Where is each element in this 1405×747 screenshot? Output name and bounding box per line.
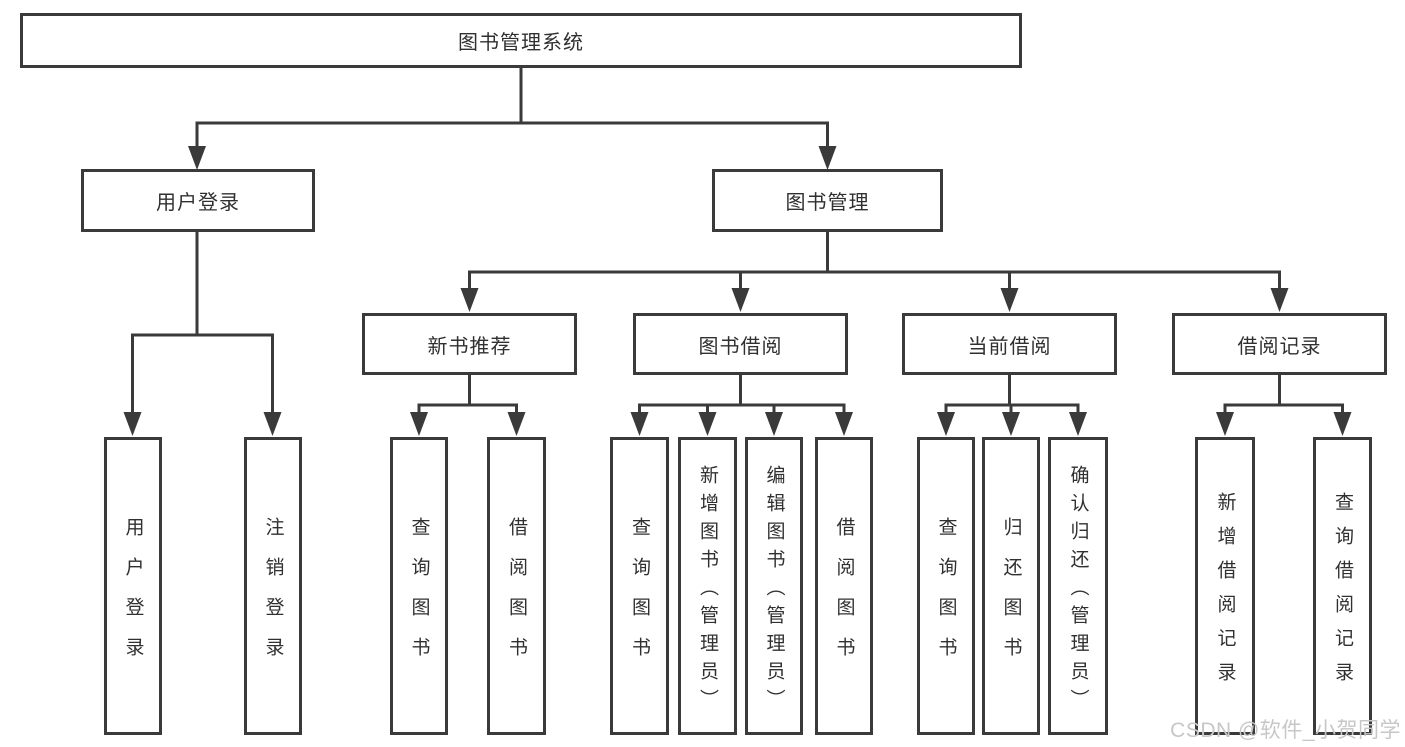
csdn-watermark: CSDN @软件_小贺同学 xyxy=(1170,719,1401,742)
node-new-book-recommend-label: 新书推荐 xyxy=(427,335,512,358)
leaf-nbr-borrow-books-label: 借阅图书 xyxy=(506,516,527,677)
leaf-user-login-label: 用户登录 xyxy=(122,516,144,677)
node-user-login: 用户登录 xyxy=(81,169,315,232)
leaf-bb-add-books-admin: 新增图书（管理员） xyxy=(678,437,737,735)
leaf-bb-query-books: 查询图书 xyxy=(610,437,669,735)
leaf-br-add-record: 新增借阅记录 xyxy=(1195,437,1255,735)
node-system-root-label: 图书管理系统 xyxy=(458,32,584,54)
node-system-root: 图书管理系统 xyxy=(20,13,1022,68)
leaf-cb-query-books-label: 查询图书 xyxy=(935,516,957,677)
leaf-cb-confirm-return-admin-label: 确认归还（管理员） xyxy=(1067,464,1089,717)
node-borrow-records: 借阅记录 xyxy=(1172,313,1387,375)
node-current-borrow: 当前借阅 xyxy=(902,313,1117,375)
node-user-login-label: 用户登录 xyxy=(156,192,240,214)
leaf-bb-borrow-books-label: 借阅图书 xyxy=(833,516,855,677)
leaf-br-query-record-label: 查询借阅记录 xyxy=(1332,491,1353,696)
leaf-logout-label: 注销登录 xyxy=(262,516,284,677)
node-borrow-records-label: 借阅记录 xyxy=(1237,335,1322,358)
leaf-bb-add-books-admin-label: 新增图书（管理员） xyxy=(697,464,718,717)
leaf-nbr-query-books-label: 查询图书 xyxy=(408,516,430,677)
leaf-bb-query-books-label: 查询图书 xyxy=(629,516,650,677)
node-current-borrow-label: 当前借阅 xyxy=(967,335,1052,358)
leaf-cb-return-books: 归还图书 xyxy=(982,437,1040,735)
leaf-logout: 注销登录 xyxy=(244,437,302,735)
node-book-management-label: 图书管理 xyxy=(785,192,870,214)
leaf-cb-return-books-label: 归还图书 xyxy=(1000,516,1022,677)
leaf-br-query-record: 查询借阅记录 xyxy=(1313,437,1372,735)
leaf-cb-confirm-return-admin: 确认归还（管理员） xyxy=(1048,437,1108,735)
node-new-book-recommend: 新书推荐 xyxy=(362,313,577,375)
leaf-br-add-record-label: 新增借阅记录 xyxy=(1214,491,1236,696)
leaf-bb-edit-books-admin: 编辑图书（管理员） xyxy=(745,437,803,735)
leaf-nbr-borrow-books: 借阅图书 xyxy=(487,437,546,735)
node-book-borrow-label: 图书借阅 xyxy=(698,335,783,358)
leaf-user-login: 用户登录 xyxy=(104,437,162,735)
node-book-management: 图书管理 xyxy=(712,169,943,232)
leaf-cb-query-books: 查询图书 xyxy=(917,437,975,735)
leaf-nbr-query-books: 查询图书 xyxy=(390,437,448,735)
leaf-bb-borrow-books: 借阅图书 xyxy=(815,437,873,735)
node-book-borrow: 图书借阅 xyxy=(633,313,848,375)
leaf-bb-edit-books-admin-label: 编辑图书（管理员） xyxy=(763,464,785,717)
